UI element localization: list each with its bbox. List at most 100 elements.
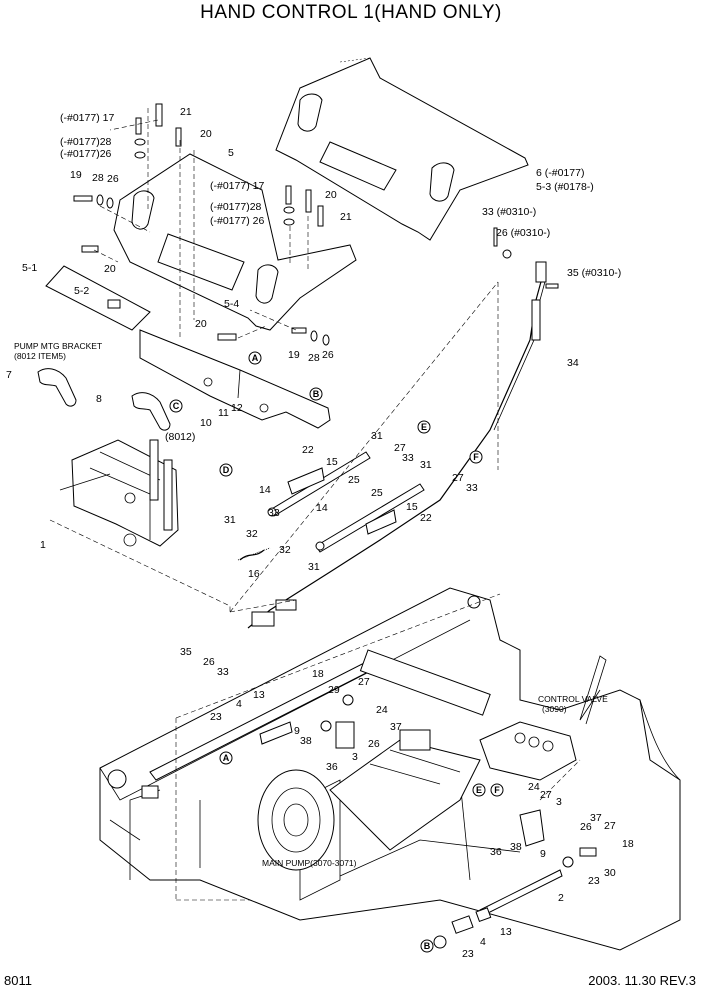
part-label: 30 [604,867,616,879]
part-label: 24 [376,704,388,716]
part-label: 32 [279,544,291,556]
main-pump-label: MAIN PUMP(3070-3071) [262,858,357,868]
part-label: 20 [200,128,212,140]
part-label: 26 [322,349,334,361]
part-label: 21 [340,211,352,223]
revision-info: 2003. 11.30 REV.3 [588,973,696,988]
part-label: 5-4 [224,298,239,310]
part-label: 15 [406,501,418,513]
part-label: (-#0177) 17 [60,112,114,124]
part-label: 23 [588,875,600,887]
cover-5-1 [45,265,151,331]
bracket-5-4 [139,329,331,429]
assembly-boundary [49,281,499,613]
part-label: 35 (#0310-) [567,267,621,279]
part-label: 27 [540,789,552,801]
part-label: 29 [328,684,340,696]
part-label: 24 [528,781,540,793]
part-label: 28 [92,172,104,184]
part-label: 33 (#0310-) [482,206,536,218]
part-label: 18 [312,668,324,680]
lever-8 [131,392,171,431]
part-label: 7 [6,369,12,381]
part-label: 27 [358,676,370,688]
part-label: 33 [217,666,229,678]
part-label: 23 [210,711,222,723]
part-label: 22 [420,512,432,524]
cable-34 [247,261,547,629]
part-label: (-#0177) 17 [210,180,264,192]
main-pump [257,729,481,871]
part-label: 27 [604,820,616,832]
callout-B-bottom: B [420,939,434,953]
control-valve [479,655,607,781]
lever-assembly-1 [59,439,179,547]
callout-E-bottom: E [472,783,486,797]
part-label: 14 [316,502,328,514]
part-label: 20 [104,263,116,275]
pump-bracket-ref: (8012 ITEM5) [14,351,66,361]
callout-F-bottom: F [490,783,504,797]
part-label: 3 [352,751,358,763]
part-label: 8 [96,393,102,405]
ref-8012: (8012) [165,431,195,443]
callout-A-top: A [248,351,262,365]
part-label: 26 [580,821,592,833]
part-label: 20 [195,318,207,330]
part-label: 33 [402,452,414,464]
fasteners-top [73,103,559,346]
part-label: 18 [622,838,634,850]
svg-text:B: B [424,941,431,951]
part-label: 20 [325,189,337,201]
part-label: 19 [70,169,82,181]
part-label: 1 [40,539,46,551]
reference-lines-bottom [175,593,581,901]
page-number: 8011 [4,973,32,988]
part-label: 37 [590,812,602,824]
part-label: 31 [224,514,236,526]
part-label: 11 [218,407,229,419]
part-label: 36 [490,846,502,858]
part-label: 10 [200,417,212,429]
callout-F-top: F [469,450,483,464]
lever-7 [37,368,77,407]
svg-text:F: F [494,785,500,795]
part-label: 4 [480,936,486,948]
part-label: 3 [556,796,562,808]
part-label: 9 [540,848,546,860]
part-label: 9 [294,725,300,737]
part-label: 26 [203,656,215,668]
part-label: 2 [558,892,564,904]
part-label: 15 [326,456,338,468]
part-label: 26 (#0310-) [496,227,550,239]
diagram-title: HAND CONTROL 1(HAND ONLY) [200,2,502,23]
part-label: 36 [326,761,338,773]
part-label: 31 [420,459,432,471]
mounting-plate-5 [113,153,357,331]
part-label: 25 [348,474,360,486]
part-label: (-#0177)26 [60,148,112,160]
part-label: 19 [288,349,300,361]
control-valve-label: CONTROL VALVE [538,694,608,704]
lower-linkage [149,649,597,949]
reference-lines-top [93,108,309,340]
part-label: 13 [500,926,512,938]
part-label: (-#0177) 26 [210,215,264,227]
svg-text:E: E [421,422,427,432]
part-label: 23 [462,948,474,960]
svg-text:A: A [223,753,230,763]
svg-text:D: D [223,465,230,475]
svg-text:E: E [476,785,482,795]
part-label: 5-2 [74,285,89,297]
part-label: 33 [268,507,280,519]
part-label: 31 [308,561,320,573]
part-label: 25 [371,487,383,499]
part-label: 5-1 [22,262,37,274]
part-label: 27 [452,472,464,484]
rods [237,451,425,561]
part-label: 16 [248,568,260,580]
part-label: 12 [231,402,243,414]
callout-B-top: B [309,387,323,401]
part-label: (-#0177)28 [60,136,112,148]
